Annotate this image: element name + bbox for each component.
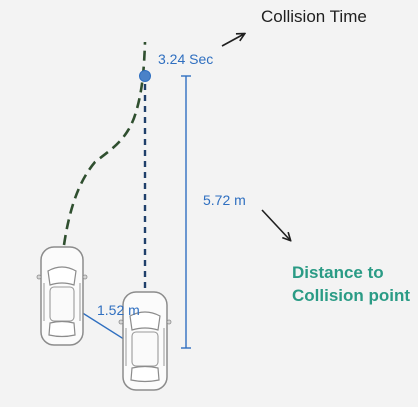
distance-measure-line	[181, 75, 191, 349]
collision-time-title: Collision Time	[261, 7, 367, 26]
collision-point-marker	[139, 70, 151, 82]
arrow-down-right-icon	[261, 209, 290, 240]
collision-time-value: 3.24 Sec	[158, 51, 213, 67]
lateral-distance-label: 1.52 m	[97, 302, 140, 318]
car-top-view-icon	[36, 246, 88, 346]
left-car-trajectory-path	[62, 41, 147, 246]
car-top-view-icon	[118, 291, 172, 391]
arrow-up-right-icon	[221, 34, 244, 47]
distance-to-collision-line1: Distance to	[292, 263, 384, 282]
distance-to-collision-line2: Collision point	[292, 286, 410, 305]
distance-value-label: 5.72 m	[203, 192, 246, 208]
